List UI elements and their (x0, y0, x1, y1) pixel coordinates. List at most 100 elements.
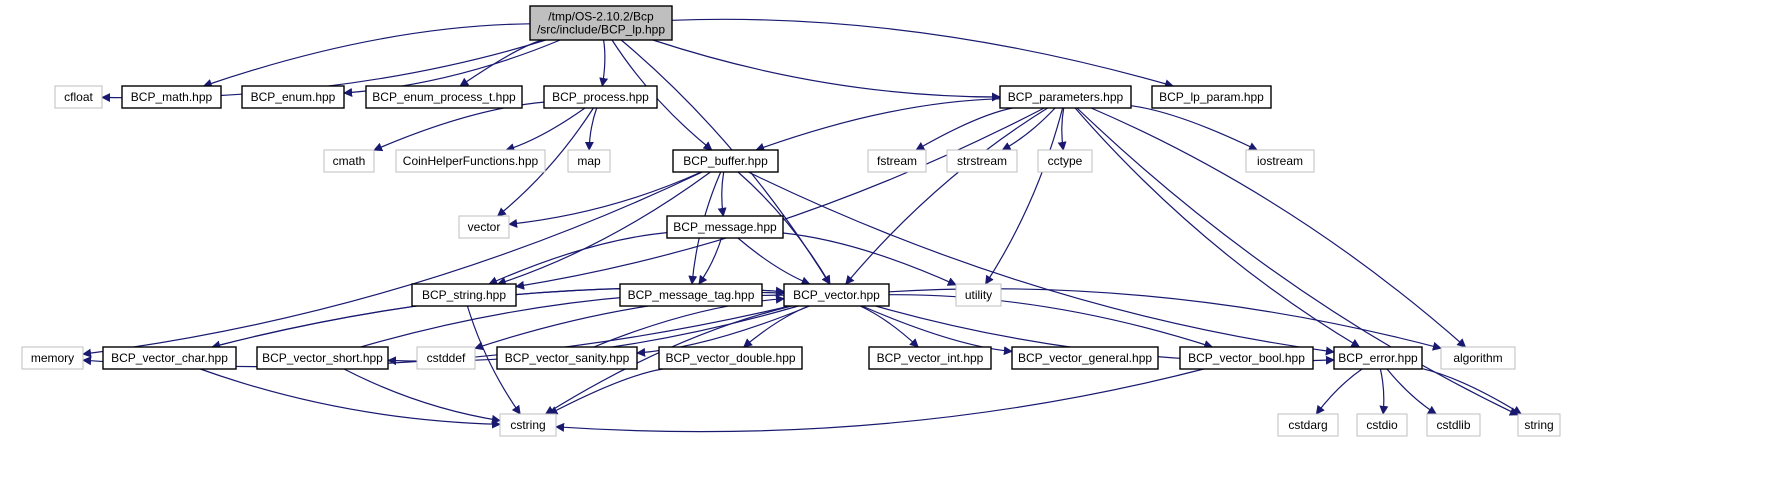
edge-root-to-BCP_enum (343, 39, 561, 97)
node-label-BCP_lp_param: BCP_lp_param.hpp (1159, 90, 1264, 104)
node-BCP_error[interactable]: BCP_error.hpp (1333, 346, 1423, 370)
node-box-cstddef (416, 346, 476, 370)
edge-BCP_parameters-to-strstream (1001, 107, 1056, 151)
node-fstream: fstream (867, 149, 927, 173)
edge-BCP_message-to-BCP_vector (737, 237, 811, 286)
node-label-BCP_vector_double: BCP_vector_double.hpp (665, 351, 795, 365)
node-label-BCP_vector_short: BCP_vector_short.hpp (262, 351, 383, 365)
node-label-root: /tmp/OS-2.10.2/Bcp (548, 10, 654, 24)
node-box-string (1517, 413, 1561, 437)
node-label-algorithm: algorithm (1453, 351, 1502, 365)
node-box-cstdarg (1277, 413, 1339, 437)
node-box-iostream (1245, 149, 1315, 173)
node-label-BCP_vector_bool: BCP_vector_bool.hpp (1188, 351, 1305, 365)
node-strstream: strstream (946, 149, 1018, 173)
node-label-BCP_message: BCP_message.hpp (673, 220, 777, 234)
node-label-string: string (1524, 418, 1553, 432)
node-BCP_math[interactable]: BCP_math.hpp (121, 85, 222, 109)
node-label-BCP_string: BCP_string.hpp (422, 288, 506, 302)
node-root[interactable]: /tmp/OS-2.10.2/Bcp/src/include/BCP_lp.hp… (529, 5, 673, 41)
node-BCP_lp_param[interactable]: BCP_lp_param.hpp (1151, 85, 1272, 109)
node-BCP_buffer[interactable]: BCP_buffer.hpp (672, 149, 779, 173)
node-BCP_enum_process_t[interactable]: BCP_enum_process_t.hpp (365, 85, 523, 109)
node-box-BCP_buffer (672, 149, 779, 173)
edge-BCP_vector_double-to-cstring (548, 368, 663, 415)
edge-BCP_vector-to-BCP_vector_general (861, 305, 1013, 356)
node-label-cstddef: cstddef (427, 351, 466, 365)
edge-BCP_process-to-map (584, 107, 598, 151)
node-BCP_process[interactable]: BCP_process.hpp (543, 85, 658, 109)
node-BCP_vector_char[interactable]: BCP_vector_char.hpp (102, 346, 237, 370)
node-cstdio: cstdio (1356, 413, 1408, 437)
node-label-iostream: iostream (1257, 154, 1303, 168)
node-BCP_vector_general[interactable]: BCP_vector_general.hpp (1011, 346, 1159, 370)
edge-BCP_process-to-CoinHelperFunctions (505, 107, 586, 152)
node-box-BCP_vector_int (868, 346, 992, 370)
node-label-fstream: fstream (877, 154, 917, 168)
node-layer: /tmp/OS-2.10.2/Bcp/src/include/BCP_lp.hp… (21, 5, 1561, 437)
node-label-vector: vector (468, 220, 501, 234)
node-box-BCP_message_tag (619, 283, 763, 307)
node-vector: vector (458, 215, 510, 239)
node-label-BCP_enum: BCP_enum.hpp (251, 90, 336, 104)
node-BCP_vector_int[interactable]: BCP_vector_int.hpp (868, 346, 992, 370)
node-box-cctype (1037, 149, 1093, 173)
node-BCP_vector_double[interactable]: BCP_vector_double.hpp (658, 346, 803, 370)
node-label-BCP_buffer: BCP_buffer.hpp (683, 154, 768, 168)
node-BCP_vector_bool[interactable]: BCP_vector_bool.hpp (1179, 346, 1314, 370)
node-box-BCP_vector_char (102, 346, 237, 370)
node-box-BCP_error (1333, 346, 1423, 370)
edge-BCP_parameters-to-iostream (1130, 105, 1258, 151)
node-box-BCP_vector_short (256, 346, 389, 370)
node-label-memory: memory (31, 351, 74, 365)
node-box-BCP_enum (241, 85, 345, 109)
node-BCP_vector_sanity[interactable]: BCP_vector_sanity.hpp (496, 346, 638, 370)
node-box-BCP_parameters (999, 85, 1132, 109)
node-label-BCP_vector_sanity: BCP_vector_sanity.hpp (505, 351, 630, 365)
node-label-utility: utility (965, 288, 992, 302)
edge-BCP_message-to-BCP_message_tag (698, 237, 723, 285)
node-box-root (529, 5, 673, 41)
edge-root-to-BCP_parameters (652, 39, 1001, 102)
node-label-BCP_enum_process_t: BCP_enum_process_t.hpp (372, 90, 516, 104)
edge-BCP_vector-to-BCP_vector_int (859, 305, 919, 348)
node-label-BCP_vector: BCP_vector.hpp (793, 288, 880, 302)
node-label-cstdio: cstdio (1366, 418, 1398, 432)
node-string: string (1517, 413, 1561, 437)
edge-BCP_parameters-to-BCP_buffer (755, 98, 1001, 152)
edge-BCP_buffer-to-BCP_error (747, 171, 1335, 356)
node-BCP_string[interactable]: BCP_string.hpp (411, 283, 517, 307)
edge-BCP_parameters-to-algorithm (1090, 107, 1467, 348)
edge-BCP_parameters-to-BCP_error (1074, 107, 1361, 348)
edge-BCP_parameters-to-utility (985, 107, 1064, 285)
node-BCP_message[interactable]: BCP_message.hpp (666, 215, 784, 239)
node-box-BCP_vector (783, 283, 890, 307)
node-box-vector (458, 215, 510, 239)
edge-BCP_parameters-to-string (1076, 107, 1519, 416)
node-label-cstdarg: cstdarg (1288, 418, 1327, 432)
node-box-BCP_vector_double (658, 346, 803, 370)
node-box-algorithm (1440, 346, 1516, 370)
node-cmath: cmath (323, 149, 375, 173)
node-map: map (567, 149, 611, 173)
edge-BCP_parameters-to-BCP_vector (845, 107, 1049, 285)
node-box-memory (21, 346, 84, 370)
node-box-BCP_math (121, 85, 222, 109)
node-cstddef: cstddef (416, 346, 476, 370)
node-BCP_enum[interactable]: BCP_enum.hpp (241, 85, 345, 109)
node-box-cmath (323, 149, 375, 173)
edge-BCP_buffer-to-BCP_message (717, 171, 727, 217)
node-CoinHelperFunctions: CoinHelperFunctions.hpp (395, 149, 546, 173)
node-label-CoinHelperFunctions: CoinHelperFunctions.hpp (403, 154, 539, 168)
edge-BCP_process-to-vector (496, 107, 594, 217)
node-BCP_vector[interactable]: BCP_vector.hpp (783, 283, 890, 307)
node-BCP_message_tag[interactable]: BCP_message_tag.hpp (619, 283, 763, 307)
node-cstdarg: cstdarg (1277, 413, 1339, 437)
node-BCP_parameters[interactable]: BCP_parameters.hpp (999, 85, 1132, 109)
edge-BCP_error-to-cstdlib (1386, 368, 1437, 415)
edge-root-to-BCP_lp_param (671, 18, 1174, 89)
node-BCP_vector_short[interactable]: BCP_vector_short.hpp (256, 346, 389, 370)
node-memory: memory (21, 346, 84, 370)
edge-BCP_process-to-cmath (373, 101, 545, 152)
